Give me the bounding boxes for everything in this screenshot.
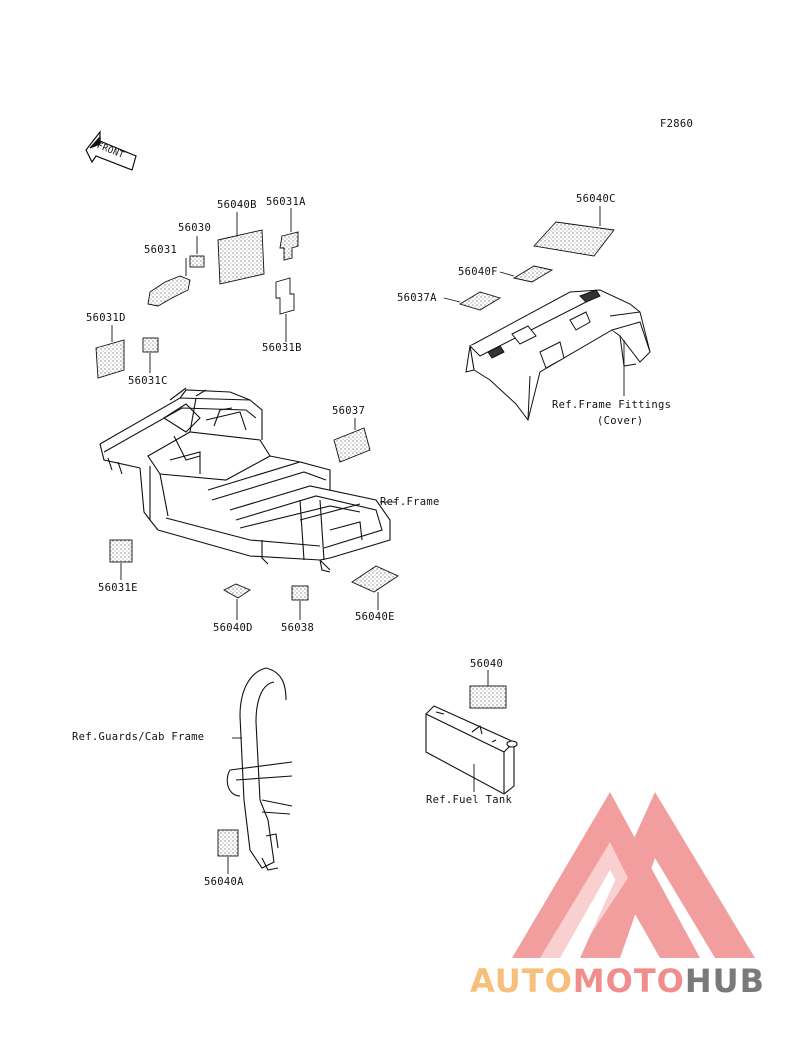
part-56037a	[458, 291, 502, 311]
part-label-56040: 56040	[470, 658, 504, 670]
part-56031d	[95, 339, 125, 379]
part-56038	[291, 585, 309, 601]
watermark-auto: AUTO	[470, 962, 573, 1000]
watermark-logo-icon	[512, 792, 755, 958]
part-56031e	[109, 539, 133, 563]
part-label-56040e: 56040E	[355, 611, 395, 623]
part-label-56040c: 56040C	[576, 193, 616, 205]
part-label-56031a: 56031A	[266, 196, 306, 208]
part-56040d	[223, 583, 251, 599]
part-56040a	[217, 829, 239, 857]
part-56031c	[142, 337, 159, 353]
part-56030	[189, 255, 205, 268]
part-label-56040f: 56040F	[458, 266, 498, 278]
part-56040b	[217, 229, 265, 285]
watermark-text: AUTOMOTOHUB	[470, 962, 800, 1002]
part-label-56040a: 56040A	[204, 876, 244, 888]
diagram-code: F2860	[660, 118, 694, 130]
part-label-56031c: 56031C	[128, 375, 168, 387]
part-56031	[147, 275, 191, 307]
ref-frame-label: Ref.Frame	[380, 496, 440, 508]
watermark-hub: HUB	[684, 962, 766, 1000]
part-label-56037a: 56037A	[397, 292, 437, 304]
part-56031a	[279, 231, 299, 261]
part-label-56040b: 56040B	[217, 199, 257, 211]
ref-guards-label: Ref.Guards/Cab Frame	[72, 731, 205, 743]
watermark-moto: MOTO	[572, 962, 685, 1000]
part-56040c	[533, 221, 615, 257]
part-56040	[469, 685, 507, 709]
ref-fuel-tank-label: Ref.Fuel Tank	[426, 794, 513, 806]
frame	[99, 387, 391, 573]
part-56031b	[275, 277, 295, 315]
part-label-56031d: 56031D	[86, 312, 126, 324]
frame-fittings-cover	[465, 289, 651, 422]
part-label-56031: 56031	[144, 244, 178, 256]
part-56040f	[512, 265, 554, 283]
guards-cab-frame	[226, 667, 293, 871]
part-label-56037: 56037	[332, 405, 366, 417]
part-label-56038: 56038	[281, 622, 315, 634]
part-label-56031e: 56031E	[98, 582, 138, 594]
part-label-56031b: 56031B	[262, 342, 302, 354]
ref-frame-fittings-label: Ref.Frame Fittings	[552, 399, 672, 411]
part-label-56040d: 56040D	[213, 622, 253, 634]
part-56040e	[351, 565, 399, 593]
ref-cover-label: (Cover)	[597, 415, 644, 427]
part-label-56030: 56030	[178, 222, 212, 234]
fuel-tank	[425, 705, 518, 795]
front-arrow-icon	[85, 130, 137, 171]
part-56037	[333, 427, 371, 463]
